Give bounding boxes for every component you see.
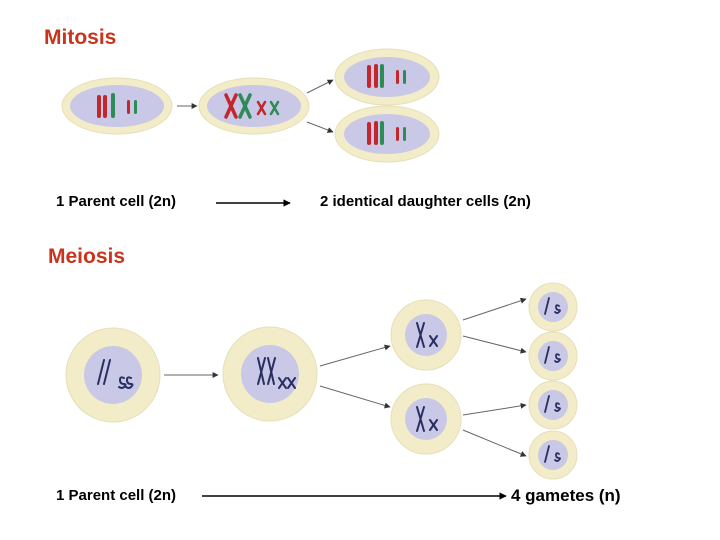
meiosis-arrow-2b [319, 385, 391, 409]
gamete-cell-3 [528, 380, 578, 430]
meiosis-title: Meiosis [48, 245, 126, 268]
duplicated-chromosomes [224, 93, 280, 119]
mitosis-parent-label: 1 Parent cell (2n) [56, 193, 177, 210]
mitosis-parent-cell [61, 77, 173, 135]
gamete-cell-1 [528, 282, 578, 332]
mitosis-arrow-2a [306, 79, 334, 94]
meiosis-prophase-cell [222, 326, 318, 422]
mitosis-daughter-cell-1 [334, 48, 440, 106]
mitosis-arrow-2b [306, 121, 334, 133]
meiosis-parent-cell [65, 327, 161, 423]
mitosis-daughter-cell-2 [334, 105, 440, 163]
gamete-cell-2 [528, 331, 578, 381]
mitosis-title: Mitosis [44, 26, 117, 49]
meiosis-parent-label: 1 Parent cell (2n) [56, 487, 177, 504]
meiosis-second-division-cell-1 [390, 299, 462, 371]
gamete-cell-4 [528, 430, 578, 480]
meiosis-result-label: 4 gametes (n) [511, 486, 621, 505]
meiosis-arrow-2a [319, 344, 391, 367]
meiosis-second-division-cell-2 [390, 383, 462, 455]
meiosis-arrow-3d [462, 429, 527, 457]
meiosis-arrow-3a [462, 297, 527, 321]
mitosis-result-label: 2 identical daughter cells (2n) [320, 193, 531, 210]
mitosis-metaphase-cell [198, 77, 310, 135]
meiosis-arrow-3b [462, 335, 527, 354]
meiosis-arrow-3c [462, 402, 527, 416]
chromosome-group [97, 93, 137, 118]
